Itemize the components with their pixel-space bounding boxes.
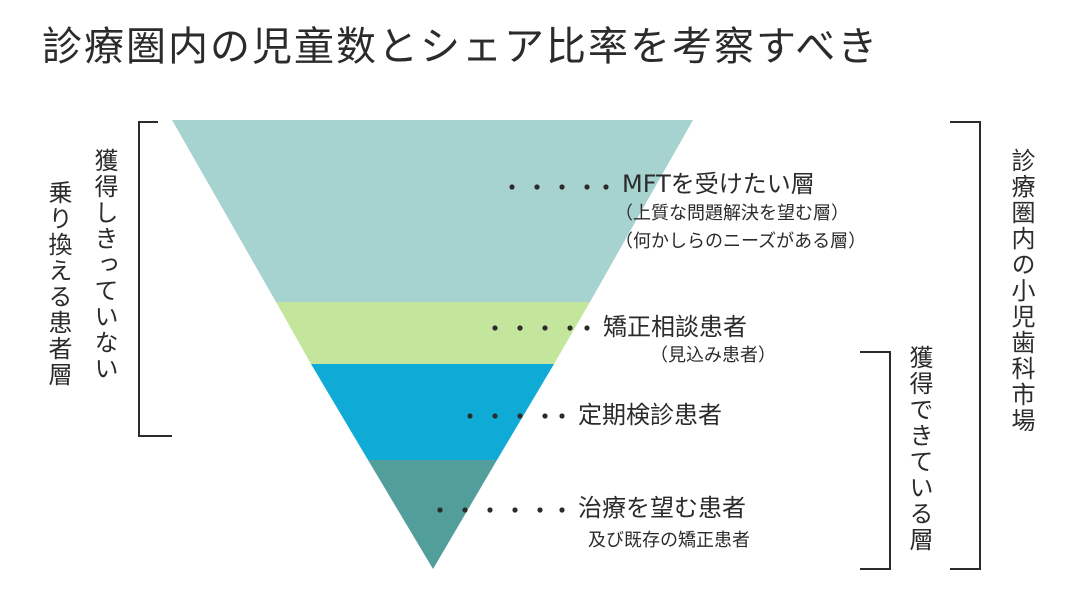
funnel-layer-treatment xyxy=(368,460,497,569)
leader-dot xyxy=(492,413,498,419)
leader-dots-consultation xyxy=(492,325,590,331)
layer-sublabel-mft-needs: （何かしらのニーズがある層） xyxy=(615,231,867,252)
leader-dot xyxy=(603,184,609,190)
leader-dot xyxy=(559,413,565,419)
leader-dot xyxy=(534,184,540,190)
left-note-switching: 乗り換える患者層 xyxy=(44,180,72,388)
leader-dot xyxy=(509,184,515,190)
layer-label-treatment: 治療を望む患者 xyxy=(578,494,746,522)
funnel-layer-mft xyxy=(172,120,693,302)
layer-sublabel-existing-ortho: 及び既存の矯正患者 xyxy=(588,530,750,551)
layer-label-checkup: 定期検診患者 xyxy=(578,401,722,429)
left-bracket xyxy=(138,121,172,437)
leader-dot xyxy=(567,325,573,331)
leader-dot xyxy=(517,413,523,419)
leader-dot xyxy=(492,325,498,331)
left-note-acquired-not: 獲得しきっていない xyxy=(90,148,118,382)
leader-dots-treatment xyxy=(437,507,565,513)
leader-dot xyxy=(462,507,468,513)
right-note-market: 診療圏内の小児歯科市場 xyxy=(1007,148,1035,434)
leader-dot xyxy=(542,413,548,419)
leader-dot xyxy=(517,325,523,331)
layer-label-consultation: 矯正相談患者 xyxy=(603,313,747,341)
right-note-acquired: 獲得できている層 xyxy=(905,345,933,553)
leader-dot xyxy=(559,184,565,190)
leader-dots-mft xyxy=(509,184,609,190)
leader-dot xyxy=(584,184,590,190)
leader-dot xyxy=(437,507,443,513)
leader-dot xyxy=(542,325,548,331)
acquired-bracket xyxy=(860,351,891,570)
leader-dot xyxy=(559,507,565,513)
leader-dot xyxy=(467,413,473,419)
layer-sublabel-mft-quality: （上質な問題解決を望む層） xyxy=(615,203,849,224)
leader-dots-checkup xyxy=(467,413,565,419)
leader-dot xyxy=(537,507,543,513)
funnel-layer-checkup xyxy=(311,364,554,460)
leader-dot xyxy=(512,507,518,513)
leader-dot xyxy=(584,325,590,331)
layer-label-mft: MFTを受けたい層 xyxy=(622,170,815,198)
page-title: 診療圏内の児童数とシェア比率を考察すべき xyxy=(42,24,880,70)
right-bracket xyxy=(950,121,981,570)
layer-sublabel-prospect: （見込み患者） xyxy=(650,345,776,366)
leader-dot xyxy=(487,507,493,513)
funnel-layer-consultation xyxy=(276,302,590,364)
